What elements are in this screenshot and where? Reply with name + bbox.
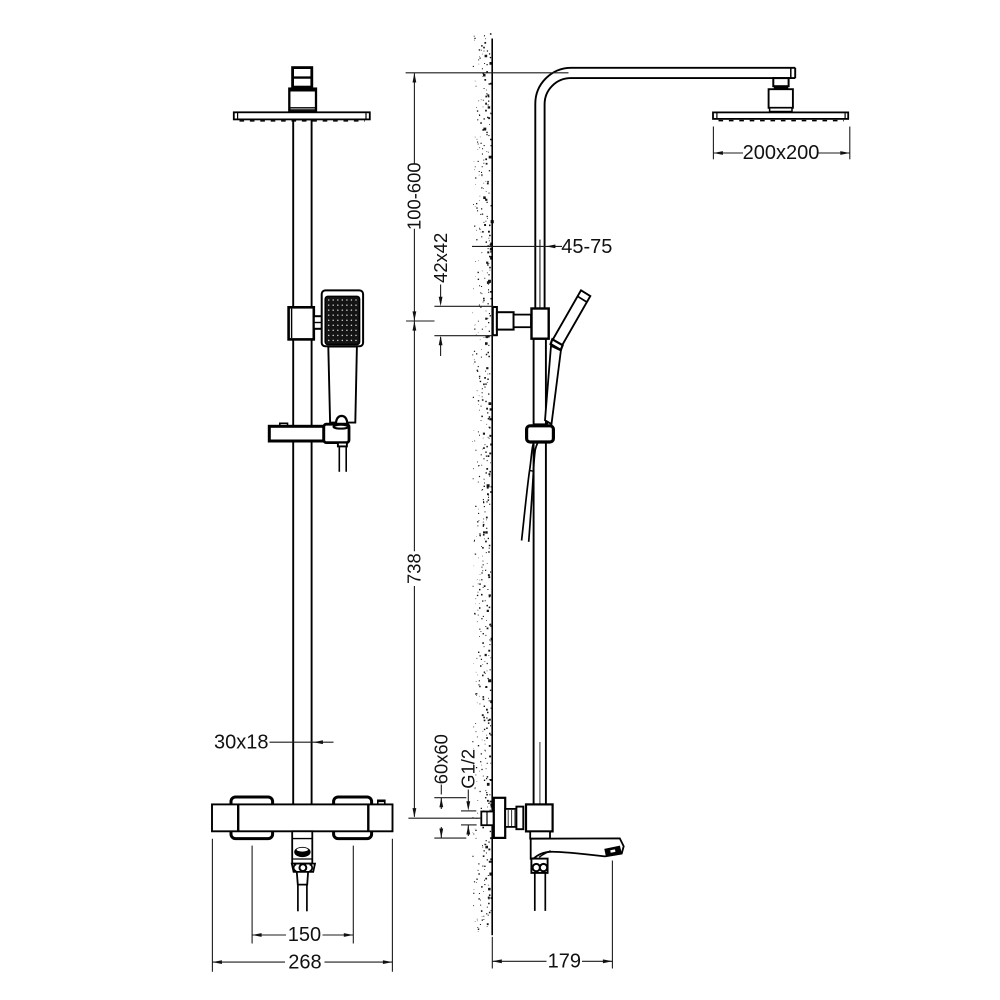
svg-text:100-600: 100-600 <box>403 162 424 230</box>
svg-text:30x18: 30x18 <box>214 731 269 753</box>
svg-text:179: 179 <box>548 951 581 973</box>
svg-text:G1/2: G1/2 <box>458 749 479 789</box>
svg-text:42x42: 42x42 <box>430 233 451 283</box>
svg-text:45-75: 45-75 <box>561 236 612 258</box>
svg-text:738: 738 <box>404 553 425 584</box>
svg-text:268: 268 <box>288 951 321 973</box>
svg-text:200x200: 200x200 <box>743 142 820 164</box>
svg-text:150: 150 <box>288 924 321 946</box>
svg-text:60x60: 60x60 <box>431 734 452 784</box>
